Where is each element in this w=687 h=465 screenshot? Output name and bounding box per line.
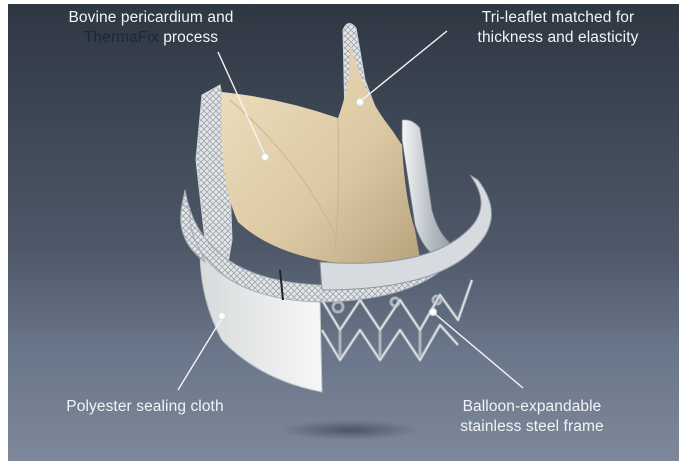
label-line: Tri-leaflet matched for bbox=[444, 8, 672, 28]
label-line: Polyester sealing cloth bbox=[30, 397, 260, 417]
label-line: Balloon-expandable bbox=[414, 397, 650, 417]
label-line: stainless steel frame bbox=[414, 417, 650, 437]
label-line: thickness and elasticity bbox=[444, 28, 672, 48]
brand-thermafix: ThermaFix bbox=[84, 29, 159, 46]
label-bovine-pericardium: Bovine pericardium and ThermaFix process bbox=[36, 8, 266, 48]
label-steel-frame: Balloon-expandable stainless steel frame bbox=[414, 397, 650, 437]
label-line: ThermaFix process bbox=[36, 28, 266, 48]
label-line: Bovine pericardium and bbox=[36, 8, 266, 28]
label-sealing-cloth: Polyester sealing cloth bbox=[30, 397, 260, 417]
floor-shadow bbox=[280, 420, 420, 440]
label-tri-leaflet: Tri-leaflet matched for thickness and el… bbox=[444, 8, 672, 48]
label-line-rest: process bbox=[159, 29, 218, 46]
